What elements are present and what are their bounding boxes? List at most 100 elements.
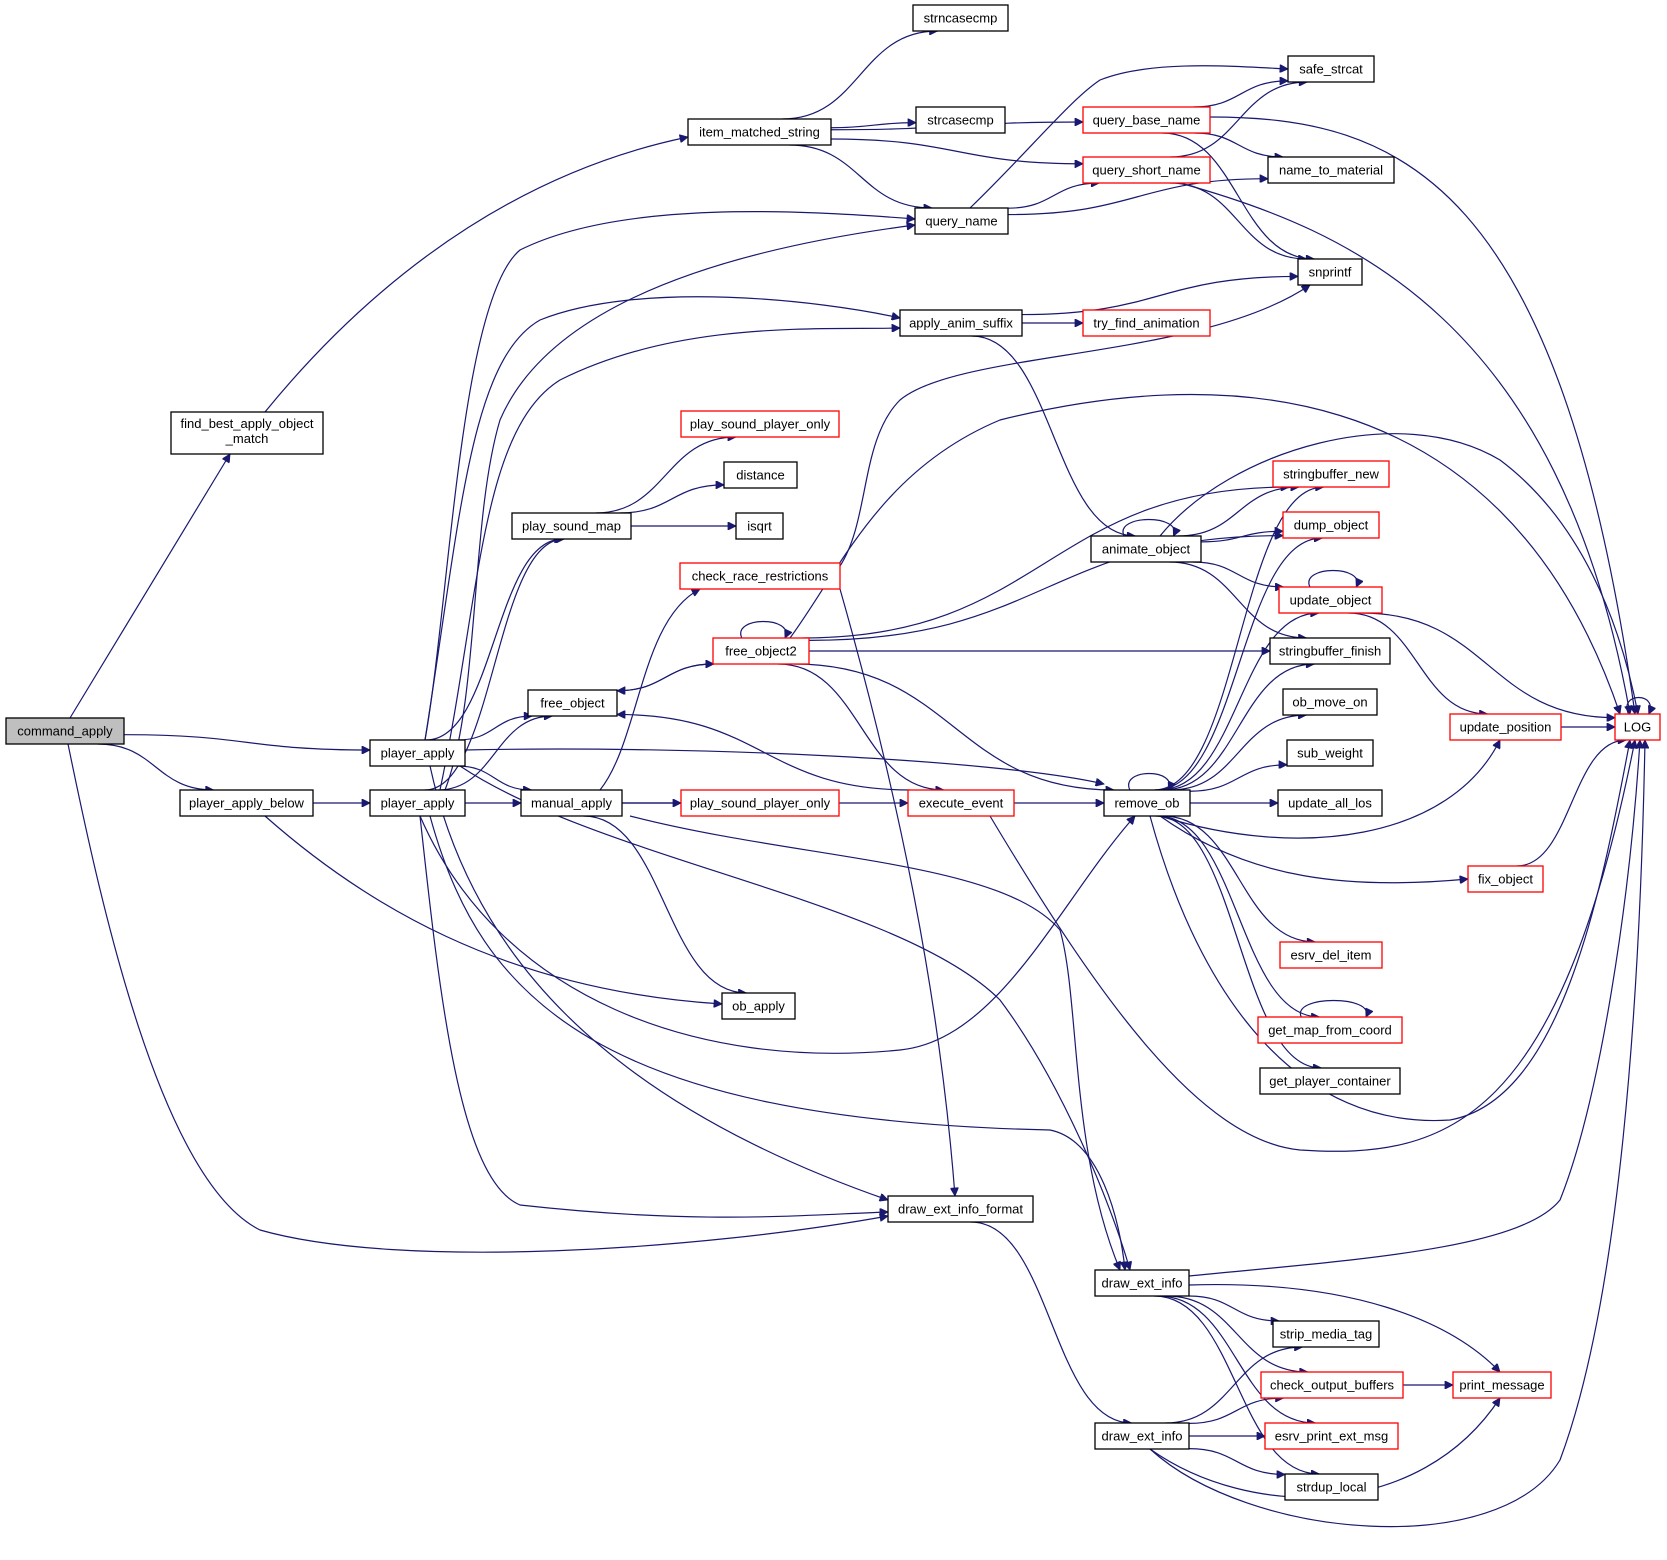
node-query-base-name[interactable]: query_base_name: [1082, 106, 1211, 134]
node-sub-weight[interactable]: sub_weight: [1286, 739, 1374, 767]
edge-remove-ob-to-update-position: [1159, 740, 1501, 839]
node-draw-ext-info-format[interactable]: draw_ext_info_format: [887, 1195, 1034, 1223]
edge-arrow: [1128, 773, 1170, 791]
edge-manual-apply-to-ob-apply: [583, 815, 746, 993]
node-update-all-los[interactable]: update_all_los: [1277, 789, 1383, 817]
node-strncasecmp[interactable]: strncasecmp: [912, 4, 1009, 32]
edge-arrow: [1348, 612, 1487, 714]
node-label: strip_media_tag: [1280, 1327, 1373, 1342]
node-safe-strcat[interactable]: safe_strcat: [1287, 55, 1375, 83]
node-draw-ext-info-b[interactable]: draw_ext_info: [1094, 1422, 1190, 1450]
node-box: [680, 789, 840, 817]
edge-arrow: [1361, 612, 1615, 718]
edge-draw-ext-info-b-to-log: [1149, 740, 1645, 1528]
edge-query-short-name-to-log: [1179, 182, 1630, 714]
node-update-position[interactable]: update_position: [1449, 713, 1562, 741]
node-label: snprintf: [1309, 265, 1352, 280]
edge-log-to-log: [1626, 696, 1650, 715]
node-apply-anim-suffix[interactable]: apply_anim_suffix: [899, 309, 1023, 337]
edge-arrow: [1162, 815, 1316, 942]
edge-arrow: [789, 393, 1620, 714]
edge-command-apply-to-player-apply-below: [97, 743, 214, 790]
node-box: [1284, 1473, 1379, 1501]
edge-remove-ob-to-ob-move-on: [1170, 715, 1307, 791]
node-remove-ob[interactable]: remove_ob: [1103, 789, 1191, 817]
edge-arrow: [1157, 815, 1319, 1017]
node-item-matched-string[interactable]: item_matched_string: [687, 118, 832, 146]
edge-arrow: [97, 743, 214, 790]
node-fix-object[interactable]: fix_object: [1467, 865, 1544, 893]
node-label: update_all_los: [1288, 796, 1372, 811]
edge-arrow: [1149, 740, 1645, 1528]
node-esrv-print-ext-msg[interactable]: esrv_print_ext_msg: [1264, 1422, 1399, 1450]
node-label: ob_apply: [732, 999, 785, 1014]
edge-free-object2-to-remove-ob: [794, 663, 1114, 790]
node-label: distance: [736, 468, 784, 483]
node-distance[interactable]: distance: [723, 461, 798, 489]
node-free-object2[interactable]: free_object2: [712, 637, 810, 665]
edge-draw-ext-info-a-to-esrv-print-ext-msg: [1158, 1295, 1315, 1423]
node-play-sound-map[interactable]: play_sound_map: [511, 512, 632, 540]
edge-animate-object-to-update-object: [1193, 561, 1283, 587]
node-player-apply-a[interactable]: player_apply: [369, 739, 466, 767]
edge-arrow: [970, 1221, 1132, 1423]
node-check-race-restrictions[interactable]: check_race_restrictions: [679, 562, 841, 590]
node-log[interactable]: LOG: [1614, 713, 1661, 741]
node-snprintf[interactable]: snprintf: [1297, 258, 1363, 286]
node-label: fix_object: [1478, 872, 1533, 887]
edge-remove-ob-to-stringbuffer-new: [1154, 487, 1323, 791]
node-ob-move-on[interactable]: ob_move_on: [1282, 688, 1378, 716]
node-strip-media-tag[interactable]: strip_media_tag: [1272, 1320, 1380, 1348]
node-label: player_apply_below: [189, 796, 305, 811]
node-command-apply[interactable]: command_apply: [5, 717, 125, 745]
node-stringbuffer-finish[interactable]: stringbuffer_finish: [1269, 637, 1391, 665]
node-dump-object[interactable]: dump_object: [1282, 511, 1380, 539]
node-check-output-buffers[interactable]: check_output_buffers: [1260, 1371, 1404, 1399]
node-esrv-del-item[interactable]: esrv_del_item: [1279, 941, 1383, 969]
node-find-best-apply-object-match[interactable]: find_best_apply_object_match: [170, 411, 324, 455]
node-draw-ext-info-a[interactable]: draw_ext_info: [1094, 1269, 1190, 1297]
node-print-message[interactable]: print_message: [1452, 1371, 1552, 1399]
node-update-object[interactable]: update_object: [1278, 586, 1383, 614]
edge-arrow: [789, 144, 932, 208]
node-query-short-name[interactable]: query_short_name: [1082, 156, 1211, 184]
node-name-to-material[interactable]: name_to_material: [1267, 156, 1395, 184]
edge-arrow: [1626, 696, 1650, 715]
node-label: draw_ext_info_format: [898, 1202, 1023, 1217]
edge-player-apply-a-to-draw-ext-info-a: [459, 765, 1130, 1270]
edge-query-base-name-to-snprintf: [1162, 132, 1314, 259]
node-strdup-local[interactable]: strdup_local: [1284, 1473, 1379, 1501]
node-player-apply-b[interactable]: player_apply: [369, 789, 466, 817]
edge-remove-ob-to-dump-object: [1155, 538, 1323, 791]
node-isqrt[interactable]: isqrt: [735, 512, 784, 540]
node-play-sound-player-only-a[interactable]: play_sound_player_only: [680, 410, 840, 438]
edge-arrow: [1189, 765, 1287, 792]
node-query-name[interactable]: query_name: [914, 207, 1009, 235]
node-play-sound-player-only-b[interactable]: play_sound_player_only: [680, 789, 840, 817]
edge-draw-ext-info-a-to-log: [1188, 740, 1640, 1277]
node-label: name_to_material: [1279, 163, 1383, 178]
node-ob-apply[interactable]: ob_apply: [721, 992, 796, 1020]
edge-draw-ext-info-a-to-check-output-buffers: [1166, 1295, 1308, 1372]
node-label: query_base_name: [1093, 113, 1201, 128]
edge-command-apply-to-draw-ext-info-format: [67, 743, 888, 1253]
node-label-line2: _match: [225, 431, 269, 446]
edge-arrow: [1188, 740, 1640, 1277]
node-execute-event[interactable]: execute_event: [907, 789, 1015, 817]
edge-arrow: [264, 815, 722, 1004]
node-free-object[interactable]: free_object: [527, 689, 618, 717]
node-animate-object[interactable]: animate_object: [1090, 535, 1202, 563]
node-try-find-animation[interactable]: try_find_animation: [1082, 309, 1211, 337]
node-get-map-from-coord[interactable]: get_map_from_coord: [1257, 1016, 1403, 1044]
edge-arrow: [419, 816, 1135, 1054]
node-stringbuffer-new[interactable]: stringbuffer_new: [1272, 460, 1390, 488]
node-strcasecmp[interactable]: strcasecmp: [915, 106, 1006, 134]
node-box: [899, 309, 1023, 337]
edge-arrow: [1194, 132, 1283, 157]
node-box: [723, 461, 798, 489]
edge-arrow: [1516, 740, 1626, 867]
node-manual-apply[interactable]: manual_apply: [520, 789, 623, 817]
node-player-apply-below[interactable]: player_apply_below: [179, 789, 314, 817]
node-box: [1297, 258, 1363, 286]
node-get-player-container[interactable]: get_player_container: [1259, 1067, 1401, 1095]
